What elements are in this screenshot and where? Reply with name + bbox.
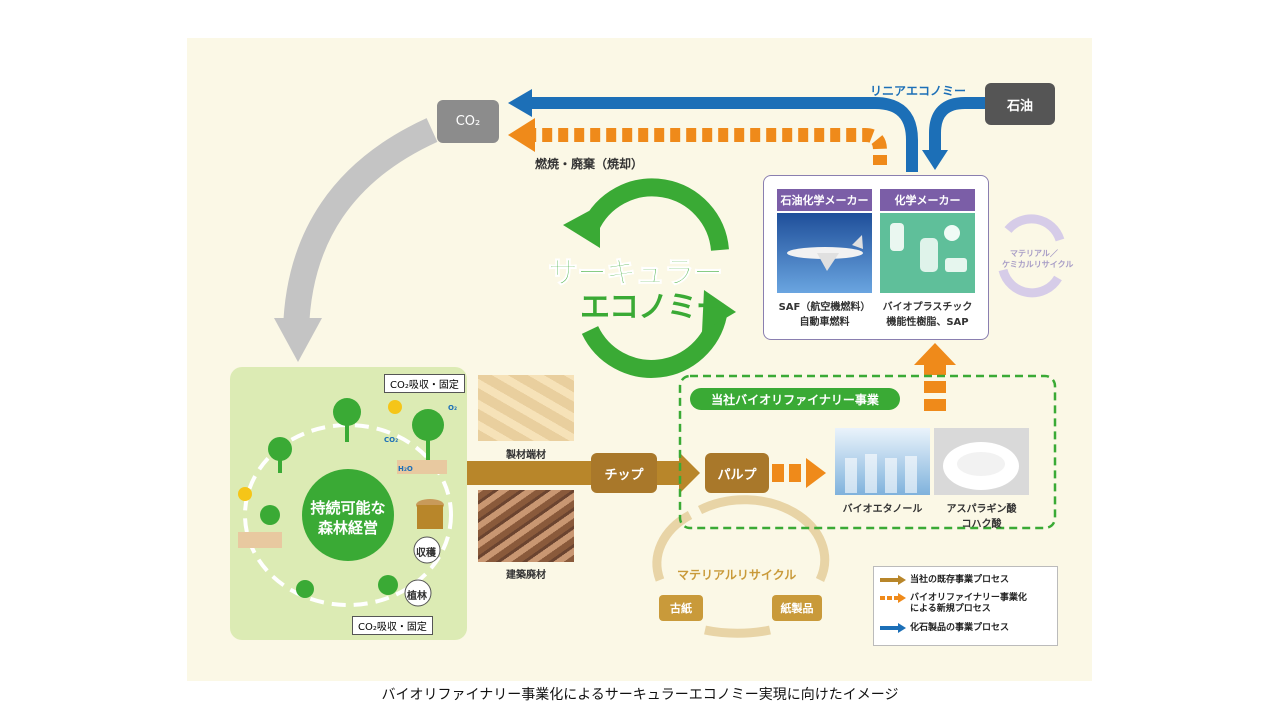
legend-item-new: バイオリファイナリー事業化による新規プロセス (880, 593, 1027, 615)
plastic-products-photo (880, 213, 975, 293)
amino-acid-label-2: コハク酸 (961, 519, 1002, 530)
petro-maker-label: 石油化学メーカー (777, 189, 872, 211)
bioplastic-label-2: 機能性樹脂、SAP (886, 317, 969, 328)
bioethanol-label: バイオエタノール (842, 504, 923, 515)
linear-economy-label: リニアエコノミー (870, 84, 967, 98)
chem-maker-label: 化学メーカー (880, 189, 975, 211)
saf-label-2: 自動車燃料 (799, 317, 850, 328)
recycle-label-2: ケミカルリサイクル (1002, 260, 1074, 269)
legend-item-existing: 当社の既存事業プロセス (880, 575, 1009, 586)
co2-box: CO₂ (437, 100, 499, 143)
harvest-label: 収穫 (416, 548, 436, 559)
circular-economy-line2: エコノミー (580, 290, 726, 325)
airplane-photo (777, 213, 872, 293)
forest-illustration (238, 398, 453, 607)
forest-label-1: 持続可能な (310, 499, 386, 517)
o2-small-label: O₂ (448, 404, 458, 412)
waste-paper-box: 古紙 (659, 595, 703, 621)
co2-absorb-bottom-label: CO₂吸収・固定 (352, 616, 433, 635)
h2o-small-label: H₂O (398, 465, 413, 473)
paper-products-box: 紙製品 (772, 595, 822, 621)
amino-acid-photo (934, 428, 1029, 495)
oil-box: 石油 (985, 83, 1055, 125)
legend: 当社の既存事業プロセス バイオリファイナリー事業化による新規プロセス 化石製品の… (873, 566, 1058, 646)
biorefinery-label: 当社バイオリファイナリー事業 (690, 388, 900, 410)
chip-box: チップ (591, 453, 657, 493)
planting-label: 植林 (407, 591, 427, 602)
blue-arrowhead-co2 (508, 89, 532, 117)
blue-arrowhead-down (922, 150, 948, 170)
co2-small-label: CO₂ (384, 436, 399, 444)
orange-arrowhead-co2 (508, 118, 535, 152)
saf-label-1: SAF（航空機燃料） (778, 302, 871, 313)
bioplastic-label-1: バイオプラスチック (882, 302, 973, 313)
construction-waste-label: 建築廃材 (506, 570, 546, 581)
construction-waste-photo (478, 490, 574, 562)
lumber-scrap-label: 製材端材 (506, 450, 546, 461)
pulp-box: パルプ (705, 453, 769, 493)
recycle-label-1: マテリアル／ (1010, 249, 1058, 258)
lumber-scrap-photo (478, 375, 574, 441)
legend-item-fossil: 化石製品の事業プロセス (880, 623, 1009, 634)
material-recycle-label: マテリアルリサイクル (677, 568, 797, 582)
combustion-label: 燃焼・廃棄（焼却） (535, 157, 644, 171)
amino-acid-label-1: アスパラギン酸 (946, 504, 1017, 515)
gray-arrowhead (274, 318, 322, 362)
forest-label-2: 森林経営 (317, 519, 378, 537)
circular-economy-line1: サーキュラー (548, 256, 724, 292)
co2-absorb-top-label: CO₂吸収・固定 (384, 374, 465, 393)
bioethanol-photo (835, 428, 930, 495)
figure-caption: バイオリファイナリー事業化によるサーキュラーエコノミー実現に向けたイメージ (381, 687, 899, 703)
